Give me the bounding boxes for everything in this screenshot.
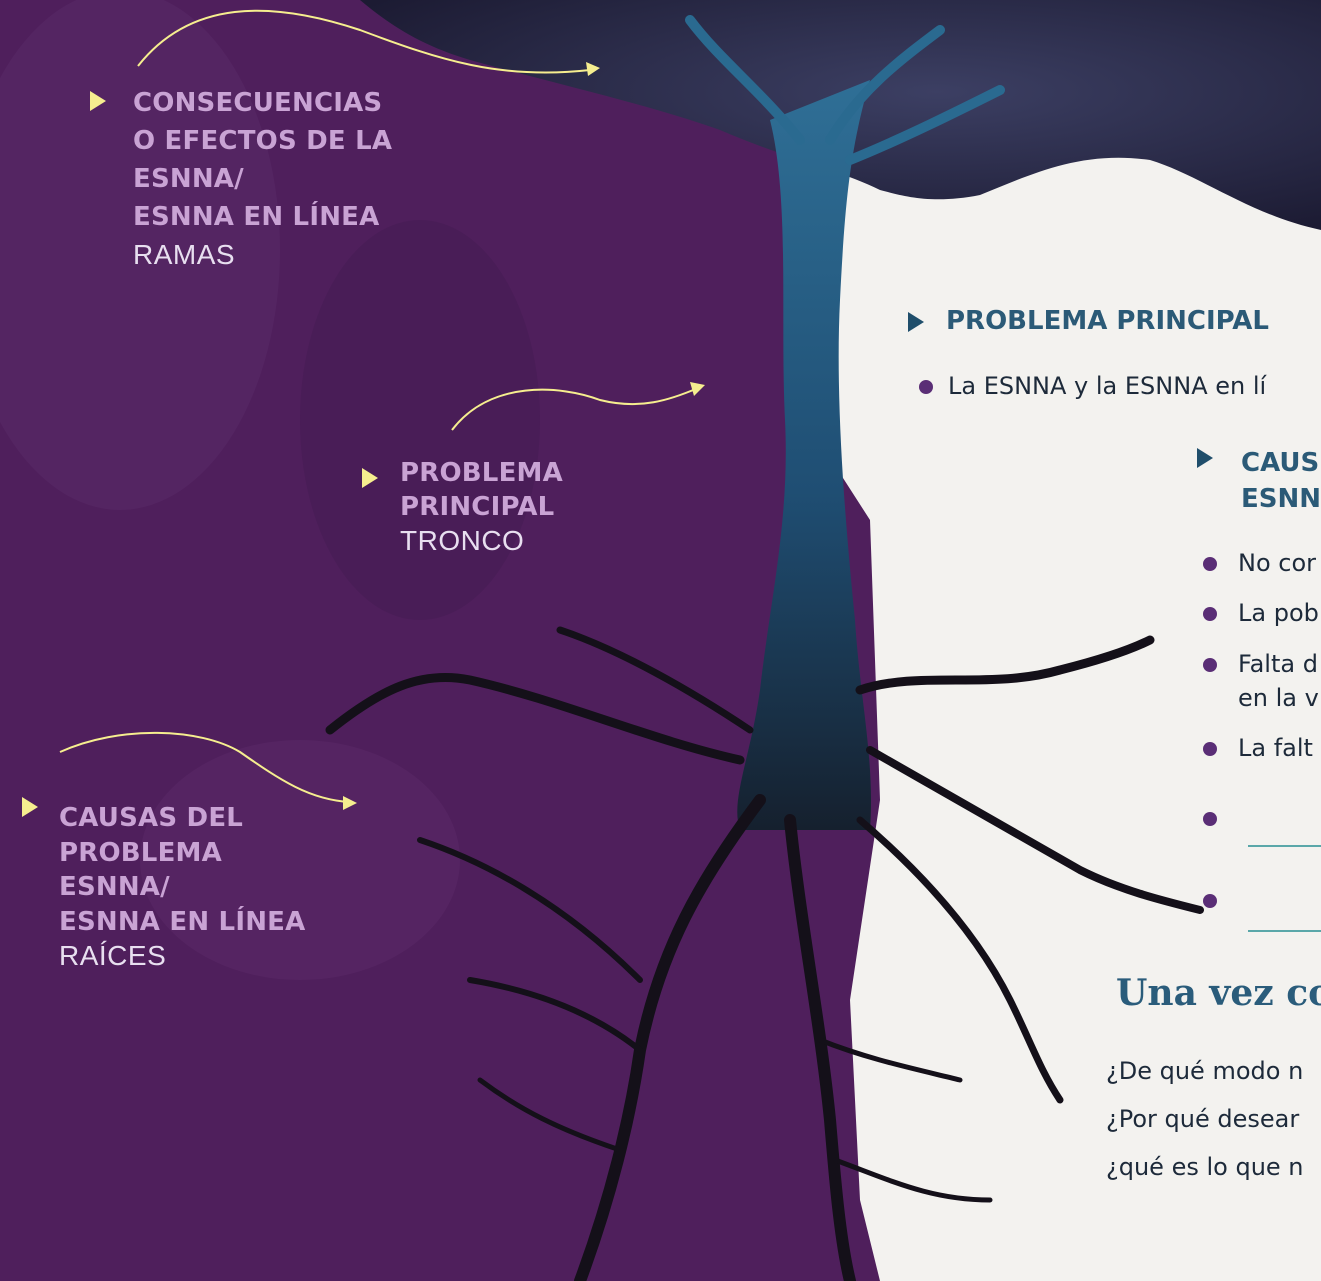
label-line: CONSECUENCIAS [133,84,392,122]
label-sub: RAÍCES [59,939,305,974]
arrowhead-icon [1197,448,1213,468]
bullet-icon [1203,742,1217,756]
label-raices: CAUSAS DEL PROBLEMA ESNNA/ ESNNA EN LÍNE… [59,801,305,974]
cause-bullet: La falt [1238,734,1313,762]
label-line: PROBLEMA [400,456,563,490]
question-line: ¿qué es lo que n [1106,1153,1304,1181]
label-ramas: CONSECUENCIAS O EFECTOS DE LA ESNNA/ ESN… [133,84,392,274]
bullet-icon [1203,894,1217,908]
blank-answer-line[interactable] [1248,930,1321,932]
causes-heading-line: CAUS [1241,448,1319,478]
cause-bullet: Falta d [1238,650,1318,678]
bullet-icon [1203,812,1217,826]
problem-bullet: La ESNNA y la ESNNA en lí [948,372,1266,400]
label-line: ESNNA/ [133,160,392,198]
label-sub: TRONCO [400,524,563,558]
bullet-icon [1203,658,1217,672]
problem-heading: PROBLEMA PRINCIPAL [946,306,1269,336]
label-tronco: PROBLEMA PRINCIPAL TRONCO [400,456,563,558]
bullet-icon [919,380,933,394]
label-line: PROBLEMA [59,836,305,871]
arrowhead-icon [362,468,378,488]
label-line: O EFECTOS DE LA [133,122,392,160]
blank-answer-line[interactable] [1248,845,1321,847]
cause-bullet: La pob [1238,599,1319,627]
arrowhead-icon [90,91,106,111]
question-line: ¿De qué modo n [1106,1057,1303,1085]
arrowhead-icon [22,797,38,817]
question-line: ¿Por qué desear [1106,1105,1299,1133]
bullet-icon [1203,557,1217,571]
label-line: CAUSAS DEL [59,801,305,836]
label-line: ESNNA EN LÍNEA [59,905,305,940]
closing-heading: Una vez con [1116,972,1321,1014]
label-line: ESNNA EN LÍNEA [133,198,392,236]
causes-heading-line: ESNN [1241,484,1321,514]
label-line: PRINCIPAL [400,490,563,524]
cause-bullet: No cor [1238,549,1316,577]
bullet-icon [1203,607,1217,621]
label-line: ESNNA/ [59,870,305,905]
cause-bullet: en la v [1238,684,1319,712]
label-sub: RAMAS [133,236,392,274]
arrowhead-icon [908,312,924,332]
